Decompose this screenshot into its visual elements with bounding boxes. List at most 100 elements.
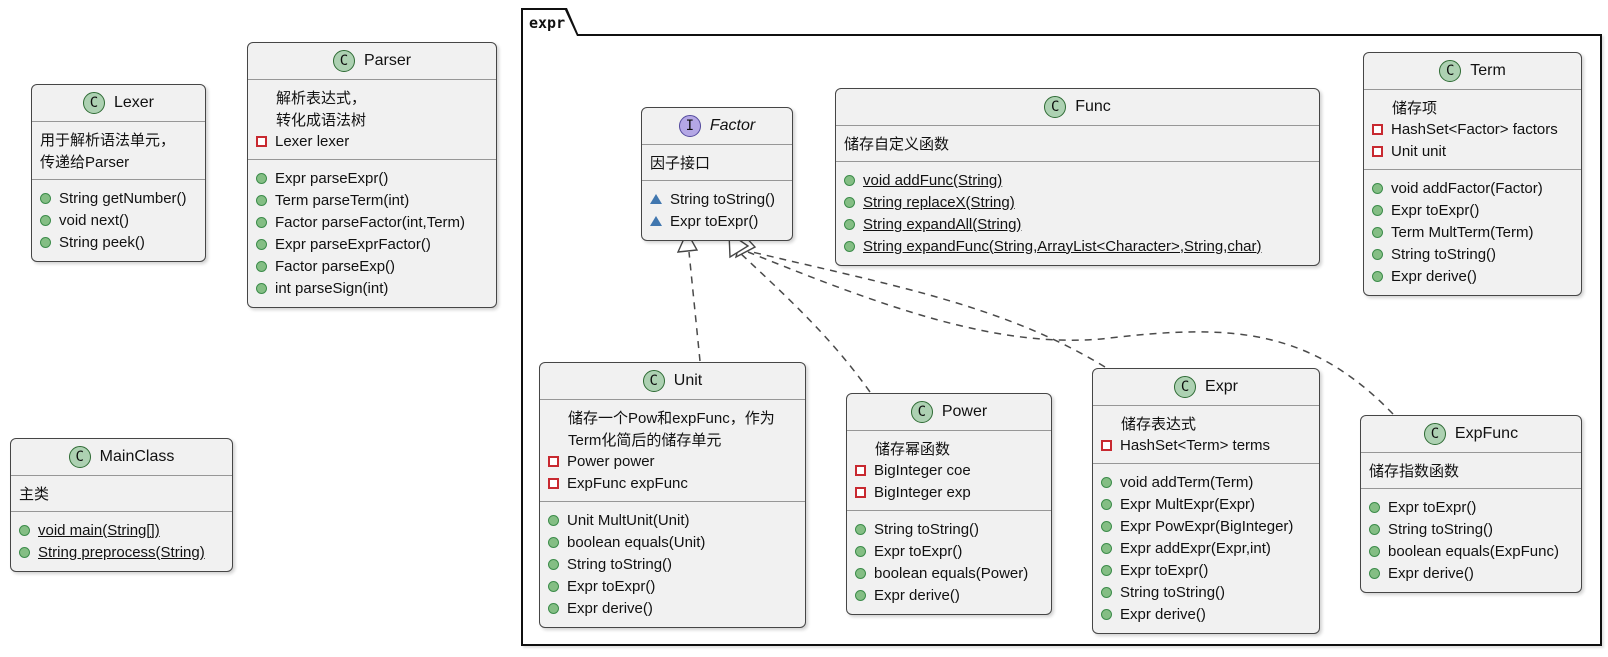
method-row: String peek() bbox=[40, 231, 197, 253]
public-method-icon bbox=[1101, 498, 1112, 510]
public-method-icon bbox=[1101, 608, 1112, 620]
public-method-icon bbox=[256, 260, 267, 272]
class-name: Factor bbox=[709, 117, 756, 134]
description-line: 用于解析语法单元， bbox=[40, 128, 197, 150]
method-row: Expr derive() bbox=[1369, 562, 1573, 584]
class-title-bar: C ExpFunc bbox=[1361, 416, 1581, 453]
method-row: Term parseTerm(int) bbox=[256, 189, 488, 211]
member-text: String replaceX(String) bbox=[863, 193, 1015, 211]
public-method-icon bbox=[1372, 182, 1383, 194]
description-line: 储存自定义函数 bbox=[844, 132, 1311, 154]
field-row: ExpFunc expFunc bbox=[548, 472, 797, 494]
member-text: String expandAll(String) bbox=[863, 215, 1022, 233]
method-row: Expr PowExpr(BigInteger) bbox=[1101, 515, 1311, 537]
method-row: Expr toExpr() bbox=[650, 210, 784, 232]
package-expr-tab: expr bbox=[521, 8, 579, 36]
public-method-icon bbox=[256, 172, 267, 184]
member-text: String preprocess(String) bbox=[38, 543, 205, 561]
class-name: Unit bbox=[673, 372, 703, 389]
method-row: Expr MultExpr(Expr) bbox=[1101, 493, 1311, 515]
public-method-icon bbox=[1101, 476, 1112, 488]
method-row: String toString() bbox=[548, 553, 797, 575]
member-text: Expr derive() bbox=[1391, 267, 1477, 285]
member-text: Expr parseExpr() bbox=[275, 169, 389, 187]
class-mainclass: C MainClass 主类 void main(String[]) String… bbox=[10, 438, 233, 572]
public-method-icon bbox=[855, 545, 866, 557]
method-row: String expandAll(String) bbox=[844, 213, 1311, 235]
public-method-icon bbox=[19, 524, 30, 536]
method-row: String toString() bbox=[855, 518, 1043, 540]
description-line: 因子接口 bbox=[650, 151, 784, 173]
class-title-bar: C Term bbox=[1364, 53, 1581, 90]
public-method-icon bbox=[1101, 542, 1112, 554]
class-kind-letter: C bbox=[917, 404, 927, 420]
package-private-method-icon bbox=[650, 216, 662, 226]
member-text: Expr derive() bbox=[874, 586, 960, 604]
class-name: Expr bbox=[1205, 378, 1238, 395]
public-method-icon bbox=[1369, 545, 1380, 557]
class-lexer: C Lexer 用于解析语法单元，传递给Parser String getNum… bbox=[31, 84, 206, 262]
description-line: 主类 bbox=[19, 482, 224, 504]
member-text: boolean equals(ExpFunc) bbox=[1388, 542, 1559, 560]
member-text: String peek() bbox=[59, 233, 145, 251]
public-method-icon bbox=[40, 236, 51, 248]
public-method-icon bbox=[548, 514, 559, 526]
public-method-icon bbox=[256, 194, 267, 206]
class-methods-compartment: Expr parseExpr() Term parseTerm(int) Facto… bbox=[248, 160, 496, 307]
method-row: Expr derive() bbox=[1101, 603, 1311, 625]
member-text: String toString() bbox=[1391, 245, 1497, 263]
public-method-icon bbox=[1101, 586, 1112, 598]
member-text: Expr PowExpr(BigInteger) bbox=[1120, 517, 1294, 535]
description-text: 储存项 bbox=[1392, 99, 1438, 117]
public-method-icon bbox=[1369, 501, 1380, 513]
member-text: Term parseTerm(int) bbox=[275, 191, 410, 209]
private-field-icon bbox=[1101, 439, 1112, 451]
public-method-icon bbox=[256, 282, 267, 294]
member-text: Expr addExpr(Expr,int) bbox=[1120, 539, 1271, 557]
class-kind-icon: C bbox=[1439, 60, 1462, 82]
method-row: Expr addExpr(Expr,int) bbox=[1101, 537, 1311, 559]
field-row: Power power bbox=[548, 450, 797, 472]
public-method-icon bbox=[1372, 204, 1383, 216]
method-row: Factor parseExp() bbox=[256, 255, 488, 277]
class-kind-letter: I bbox=[685, 118, 695, 134]
class-kind-icon: C bbox=[68, 446, 91, 468]
private-field-icon bbox=[256, 135, 267, 147]
public-method-icon bbox=[548, 580, 559, 592]
class-func: C Func 储存自定义函数 void addFunc(String)Strin… bbox=[835, 88, 1320, 266]
method-row: Expr derive() bbox=[548, 597, 797, 619]
class-kind-icon: C bbox=[1423, 423, 1446, 445]
method-row: void addTerm(Term) bbox=[1101, 471, 1311, 493]
class-title-bar: I Factor bbox=[642, 108, 792, 145]
public-method-icon bbox=[844, 240, 855, 252]
field-row: Lexer lexer bbox=[256, 130, 488, 152]
description-text: 储存指数函数 bbox=[1369, 462, 1460, 480]
class-name: MainClass bbox=[99, 448, 175, 465]
member-text: void addFunc(String) bbox=[863, 171, 1003, 189]
field-row: Unit unit bbox=[1372, 140, 1573, 162]
public-method-icon bbox=[1369, 567, 1380, 579]
description-line: 储存表达式 bbox=[1101, 412, 1311, 434]
class-name: ExpFunc bbox=[1454, 425, 1519, 442]
method-row: Expr toExpr() bbox=[548, 575, 797, 597]
member-text: Expr parseExprFactor() bbox=[275, 235, 431, 253]
description-line: Term化简后的储存单元 bbox=[548, 428, 797, 450]
member-text: Expr toExpr() bbox=[1388, 498, 1477, 516]
description-line: 储存一个Pow和expFunc，作为 bbox=[548, 406, 797, 428]
class-title-bar: C Lexer bbox=[32, 85, 205, 122]
member-text: Expr toExpr() bbox=[1391, 201, 1480, 219]
method-row: String toString() bbox=[650, 188, 784, 210]
class-kind-icon: C bbox=[1044, 96, 1067, 118]
method-row: String replaceX(String) bbox=[844, 191, 1311, 213]
class-box: C ExpFunc 储存指数函数 Expr toExpr()String toS… bbox=[1360, 415, 1582, 593]
method-row: void addFactor(Factor) bbox=[1372, 177, 1573, 199]
method-row: Expr derive() bbox=[855, 584, 1043, 606]
description-text: 储存自定义函数 bbox=[844, 135, 950, 153]
member-text: void main(String[]) bbox=[38, 521, 160, 539]
class-title-bar: C Parser bbox=[248, 43, 496, 80]
